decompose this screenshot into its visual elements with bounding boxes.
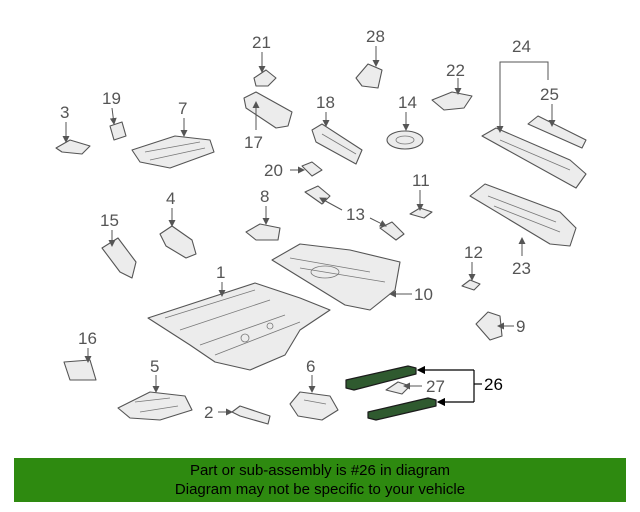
banner-line-disclaimer: Diagram may not be specific to your vehi… [174,481,466,498]
callout-15[interactable]: 15 [100,211,119,230]
part-4-bracket [159,225,197,259]
part-18-rail [311,123,363,165]
callout-16[interactable]: 16 [78,329,97,348]
part-12-clip [461,279,481,291]
part-28-bracket [355,63,383,89]
callout-3[interactable]: 3 [60,103,69,122]
info-banner: Part or sub-assembly is #26 in diagram D… [14,458,626,502]
callout-5[interactable]: 5 [150,357,159,376]
part-1-floor-pan [147,282,331,371]
callout-20[interactable]: 20 [264,161,283,180]
part-15-bracket [101,237,137,279]
callout-25[interactable]: 25 [540,85,559,104]
callout-23[interactable]: 23 [512,259,531,278]
callout-4[interactable]: 4 [166,189,175,208]
callout-10[interactable]: 10 [414,285,433,304]
callout-28[interactable]: 28 [366,27,385,46]
callout-18[interactable]: 18 [316,93,335,112]
callout-2[interactable]: 2 [204,403,213,422]
part-26-sill-reinforcement [345,365,437,421]
part-3-clip [55,139,91,155]
callout-8[interactable]: 8 [260,187,269,206]
part-23-rail [469,183,577,247]
part-5-support [117,391,193,421]
part-19-clip [109,121,127,141]
parts-diagram: 1 2 3 4 5 6 7 8 9 10 11 12 13 14 15 16 1… [55,27,587,425]
callout-24[interactable]: 24 [512,37,531,56]
callout-7[interactable]: 7 [178,99,187,118]
part-8-bracket [245,223,281,241]
part-16-plate [63,359,97,381]
part-27-clip [385,381,411,395]
callout-labels: 1 2 3 4 5 6 7 8 9 10 11 12 13 14 15 16 1… [60,27,559,422]
callout-11[interactable]: 11 [412,171,430,190]
part-17-rail [243,91,293,129]
part-2-bracket [231,405,271,425]
part-22-bracket [431,91,473,111]
part-14-grommet [386,130,424,150]
part-10-rear-floor [271,243,401,311]
callout-17[interactable]: 17 [244,133,263,152]
part-6-mount [289,391,339,421]
callout-9[interactable]: 9 [516,317,525,336]
callout-21[interactable]: 21 [252,33,271,52]
callout-27[interactable]: 27 [426,377,445,396]
callout-6[interactable]: 6 [306,357,315,376]
callout-19[interactable]: 19 [102,89,121,108]
callout-22[interactable]: 22 [446,61,465,80]
banner-line-part: Part or sub-assembly is #26 in diagram [189,462,451,479]
part-11-clip [409,207,433,219]
part-25-reinforcement [527,115,587,149]
callout-1[interactable]: 1 [216,263,225,282]
part-21-bracket [253,69,277,87]
callout-12[interactable]: 12 [464,243,483,262]
part-24-rail [481,127,587,189]
leader-lines [62,46,556,416]
callout-26[interactable]: 26 [484,375,503,394]
callout-13[interactable]: 13 [346,205,365,224]
part-7-crossmember [131,135,215,169]
part-20-clip [301,161,323,177]
callout-14[interactable]: 14 [398,93,417,112]
